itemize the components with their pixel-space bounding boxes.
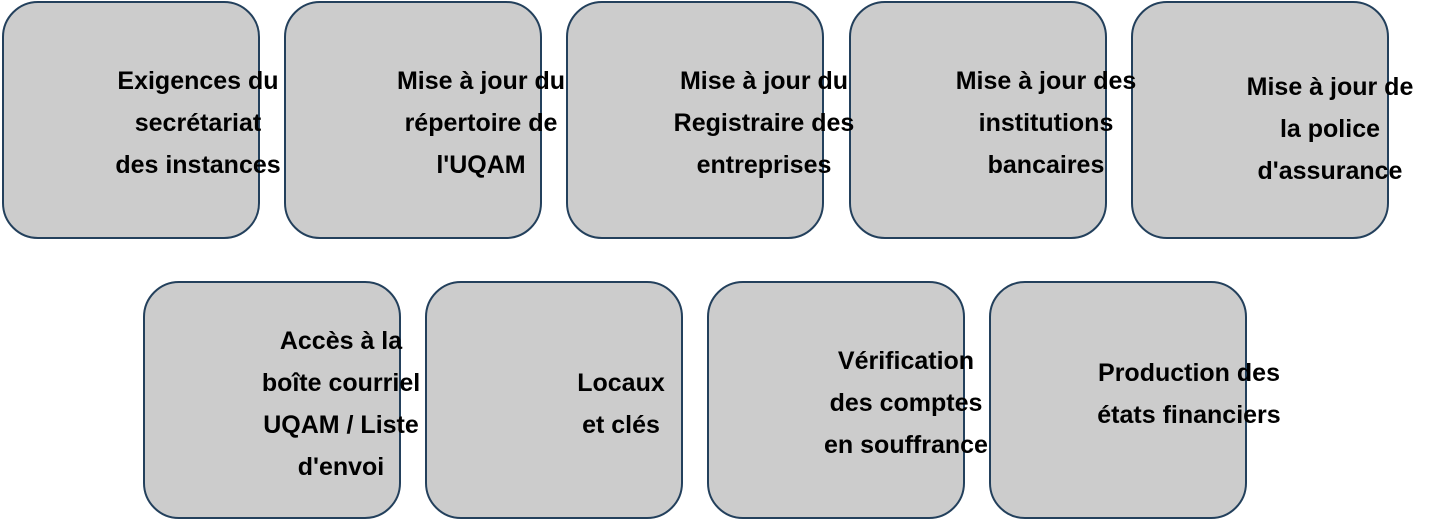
label-line: des comptes <box>829 389 983 417</box>
label-line: Mise à jour du <box>679 67 849 95</box>
label-comptes: Vérification des comptes en souffrance <box>776 340 1036 466</box>
label-line: et clés <box>582 411 660 439</box>
box-courriel <box>143 281 401 519</box>
label-line: Vérification <box>837 347 975 375</box>
label-line: d'envoi <box>297 453 385 481</box>
label-etats: Production des états financiers <box>1059 352 1319 436</box>
label-line: Mise à jour des <box>955 67 1137 95</box>
label-line: en souffrance <box>824 431 988 459</box>
label-exigences: Exigences du secrétariat des instances <box>68 60 328 186</box>
label-assurance: Mise à jour de la police d'assurance <box>1200 66 1436 192</box>
label-line: Mise à jour de <box>1246 73 1414 101</box>
label-line: répertoire de <box>404 109 558 137</box>
label-line: institutions <box>978 109 1114 137</box>
label-line: des instances <box>115 151 281 179</box>
box-locaux <box>425 281 683 519</box>
label-line: la police <box>1279 115 1381 143</box>
label-line: entreprises <box>696 151 832 179</box>
box-institutions <box>849 1 1107 239</box>
label-line: secrétariat <box>134 109 262 137</box>
box-exigences <box>2 1 260 239</box>
label-line: Mise à jour du <box>396 67 566 95</box>
label-courriel: Accès à la boîte courriel UQAM / Liste d… <box>211 320 471 488</box>
label-line: Registraire des <box>673 109 855 137</box>
label-registraire: Mise à jour du Registraire des entrepris… <box>634 60 894 186</box>
label-line: Production des <box>1098 359 1280 387</box>
label-institutions: Mise à jour des institutions bancaires <box>916 60 1176 186</box>
box-registraire <box>566 1 824 239</box>
box-comptes <box>707 281 965 519</box>
label-line: UQAM / Liste <box>263 411 419 439</box>
label-line: Exigences du <box>117 67 279 95</box>
label-repertoire: Mise à jour du répertoire de l'UQAM <box>351 60 611 186</box>
label-locaux: Locaux et clés <box>491 362 751 446</box>
label-line: l'UQAM <box>436 151 526 179</box>
label-line: états financiers <box>1097 401 1281 429</box>
label-line: bancaires <box>987 151 1105 179</box>
label-line: d'assurance <box>1257 157 1403 185</box>
box-assurance <box>1131 1 1389 239</box>
box-etats <box>989 281 1247 519</box>
label-line: boîte courriel <box>261 369 421 397</box>
label-line: Accès à la <box>279 327 403 355</box>
label-line: Locaux <box>577 369 665 397</box>
box-repertoire <box>284 1 542 239</box>
